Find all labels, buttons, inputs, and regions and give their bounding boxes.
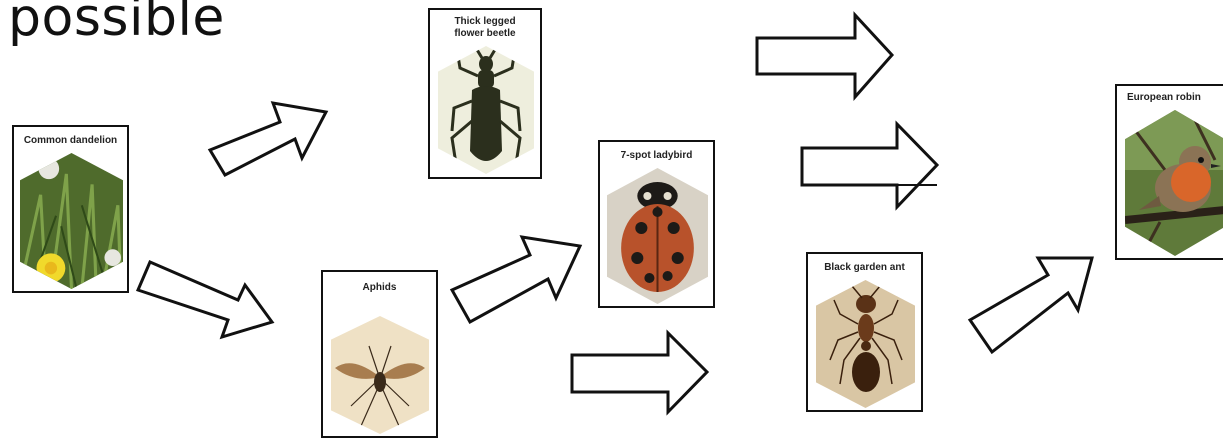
dandelion-image — [20, 153, 123, 289]
arrow-ant-to-robin — [970, 258, 1092, 352]
card-label-robin: European robin — [1117, 92, 1223, 104]
card-label-dandelion: Common dandelion — [14, 135, 127, 147]
aphids-image — [331, 316, 429, 434]
card-label-ant: Black garden ant — [808, 262, 921, 274]
robin-image — [1125, 110, 1223, 256]
card-black-garden-ant: Black garden ant — [806, 252, 923, 412]
beetle-image — [438, 46, 534, 174]
card-aphids: Aphids — [321, 270, 438, 438]
ladybird-image — [607, 168, 708, 304]
card-7-spot-ladybird: 7-spot ladybird — [598, 140, 715, 308]
arrow-top — [757, 15, 892, 97]
card-thick-legged-flower-beetle: Thick legged flower beetle — [428, 8, 542, 179]
card-common-dandelion: Common dandelion — [12, 125, 129, 293]
arrow-dandelion-to-aphids — [138, 262, 272, 337]
card-label-ladybird: 7-spot ladybird — [600, 150, 713, 162]
card-label-beetle: Thick legged flower beetle — [430, 16, 540, 40]
arrow-aphids-to-ant — [572, 333, 707, 412]
arrow-middle — [802, 124, 937, 207]
card-label-aphids: Aphids — [323, 282, 436, 294]
ant-image — [816, 280, 915, 408]
arrow-aphids-to-ladybird — [452, 237, 580, 322]
arrow-dandelion-to-beetle — [210, 103, 326, 175]
card-european-robin: European robin — [1115, 84, 1223, 260]
